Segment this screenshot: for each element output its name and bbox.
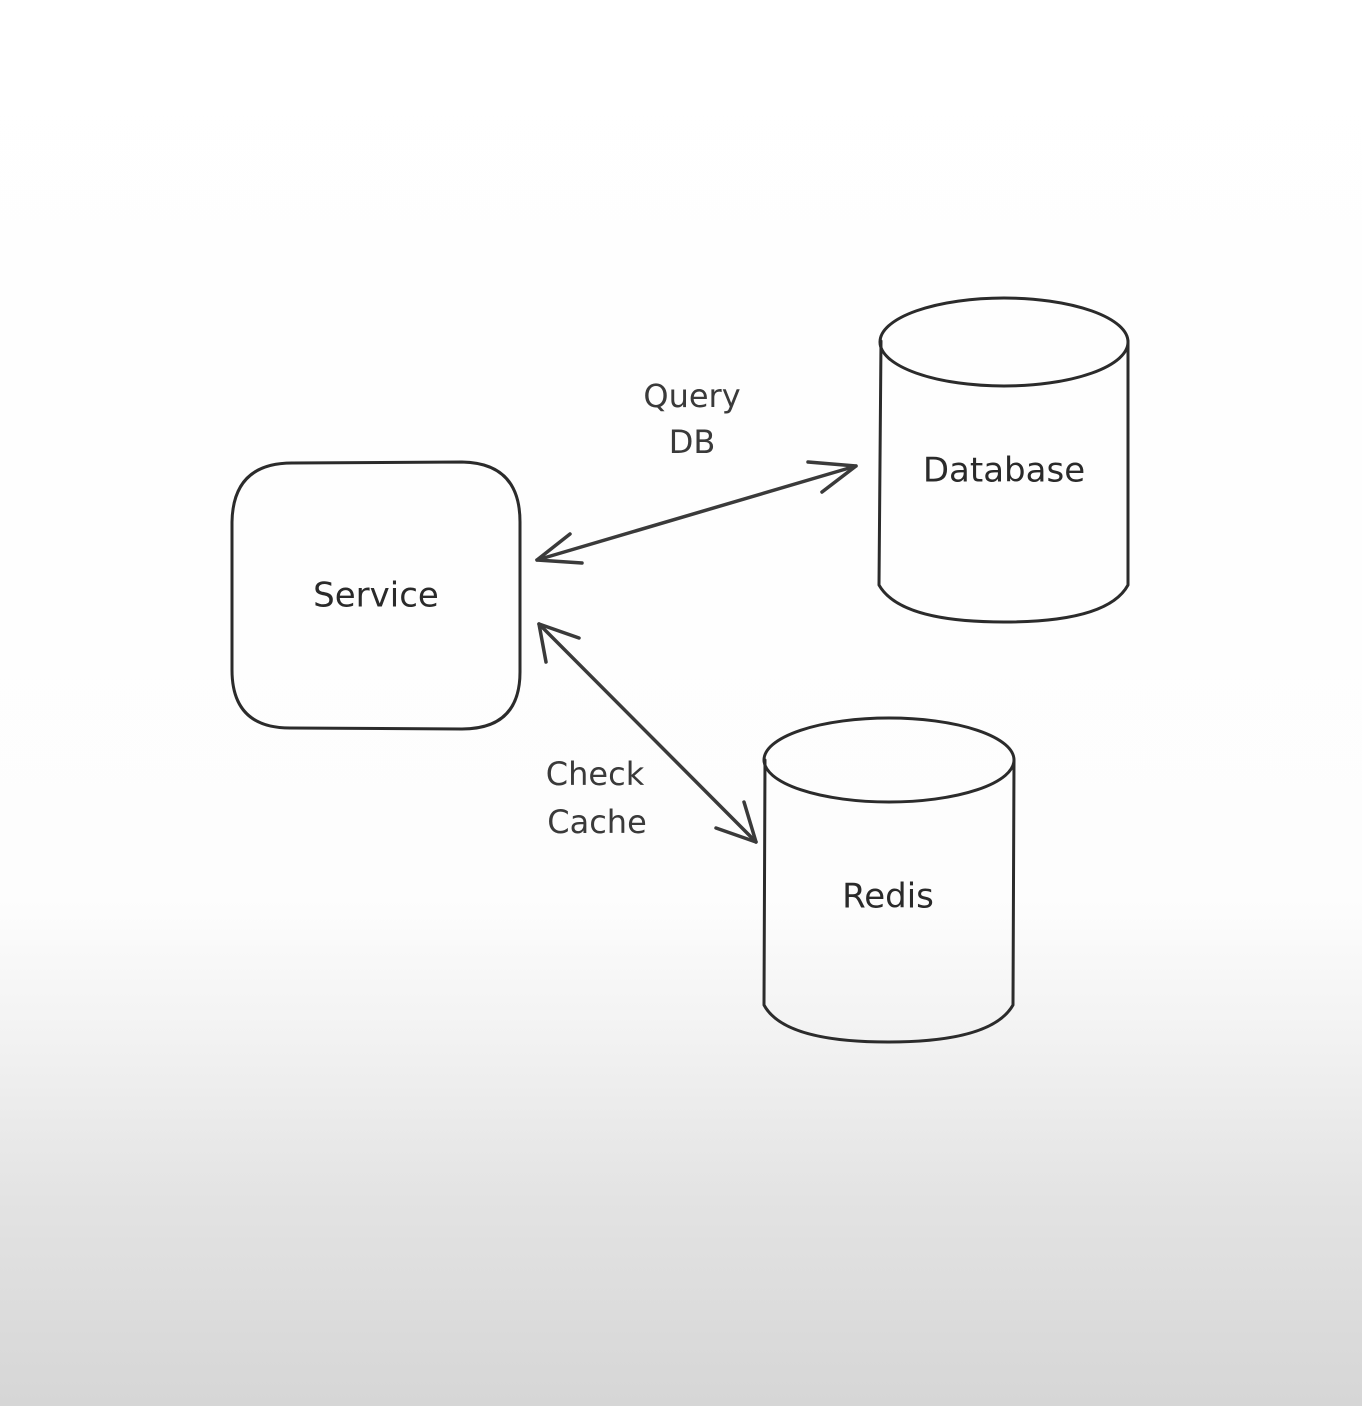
database-label: Database	[923, 451, 1085, 491]
query-db-arrowhead-end	[806, 460, 858, 494]
check-cache-edge: Check Cache	[537, 622, 758, 844]
service-box	[230, 460, 522, 731]
query-db-arrow-line	[535, 464, 858, 562]
check-cache-arrow-line	[537, 622, 758, 844]
query-db-arrowhead-start	[535, 532, 584, 565]
query-db-label-line1: Query	[643, 377, 740, 415]
redis-node: Redis	[762, 716, 1016, 1044]
database-cylinder-top	[878, 296, 1130, 388]
check-cache-arrowhead-start	[537, 622, 581, 664]
redis-cylinder-top	[762, 716, 1016, 804]
check-cache-arrowhead-end	[714, 800, 758, 844]
service-label: Service	[313, 576, 439, 616]
redis-label: Redis	[842, 877, 934, 917]
database-node: Database	[877, 296, 1130, 624]
service-node: Service	[230, 460, 522, 731]
check-cache-label-line1: Check	[546, 755, 645, 793]
check-cache-label-line2: Cache	[547, 803, 647, 841]
redis-cylinder-body	[762, 758, 1016, 1044]
database-cylinder-body	[877, 339, 1130, 624]
query-db-label-line2: DB	[669, 423, 716, 461]
query-db-edge: Query DB	[535, 377, 858, 565]
